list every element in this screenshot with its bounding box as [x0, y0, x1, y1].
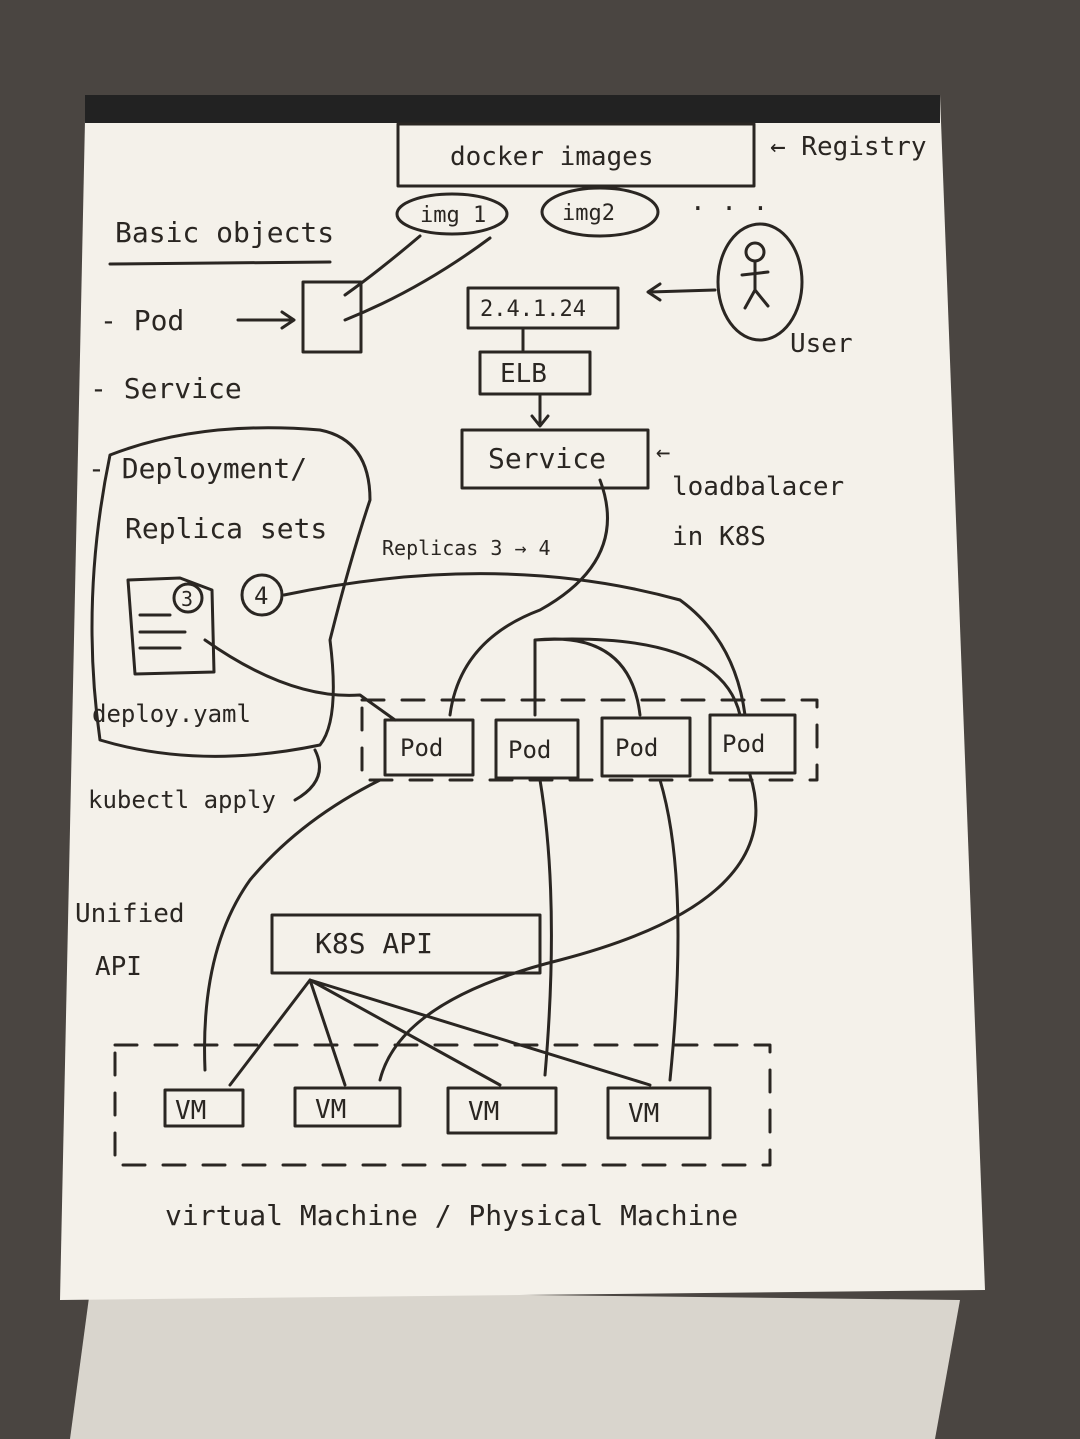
service-to-pods-arrows	[448, 478, 742, 717]
k8s-api-box	[270, 913, 542, 975]
title-underline	[108, 260, 332, 266]
new-count-circle	[240, 573, 284, 617]
lb-note-1: loadbalacer	[672, 472, 844, 502]
unified-label: Unified	[75, 899, 185, 929]
yaml-file-icon	[126, 576, 216, 676]
img2-bubble	[540, 186, 660, 238]
service-item: - Service	[90, 372, 242, 405]
k8s-api-label: K8S API	[315, 927, 433, 960]
more-images: . . .	[690, 187, 768, 217]
elb-service-arrow	[530, 394, 550, 428]
paper-sheet	[60, 95, 985, 1300]
pod-box	[600, 716, 692, 778]
replicas-note: Replicas 3 → 4	[382, 536, 551, 560]
img2-label: img2	[562, 201, 615, 226]
pod-label: Pod	[722, 730, 765, 758]
new-count: 4	[254, 582, 268, 610]
user-arrow	[646, 282, 717, 302]
basic-objects-title: Basic objects	[115, 216, 334, 249]
replica-arrow	[282, 572, 747, 717]
service-label: Service	[488, 442, 606, 475]
elb-box	[478, 350, 592, 396]
vm-label: VM	[315, 1095, 346, 1125]
lb-arrow-note: ←	[656, 438, 670, 466]
stick-figure-icon	[740, 241, 770, 310]
pod-row: Pod Pod Pod Pod	[383, 713, 797, 780]
vm-box	[293, 1086, 402, 1128]
lb-note-2: in K8S	[672, 522, 766, 552]
kubectl-apply-label: kubectl apply	[88, 786, 276, 814]
pod-box	[708, 713, 797, 775]
service-box	[460, 428, 650, 490]
vm-label: VM	[468, 1097, 499, 1127]
ip-box	[466, 286, 620, 330]
api-to-vm-lines	[228, 978, 652, 1087]
old-count: 3	[181, 587, 193, 611]
ip-label: 2.4.1.24	[480, 297, 586, 322]
vm-box	[446, 1086, 558, 1135]
pods-group	[360, 698, 819, 782]
pod-box	[494, 718, 580, 780]
pod-label: Pod	[400, 734, 443, 762]
machines-label: virtual Machine / Physical Machine	[165, 1199, 738, 1232]
pod-label: Pod	[508, 736, 551, 764]
pod-sketch-box	[301, 280, 363, 354]
img1-label: img 1	[420, 203, 486, 228]
pod-label: Pod	[615, 734, 658, 762]
docker-images-box	[396, 122, 756, 188]
machines-group	[113, 1043, 772, 1167]
pod-item: - Pod	[100, 304, 184, 337]
vm-label: VM	[175, 1096, 206, 1126]
apply-arrow	[293, 748, 321, 802]
deploy-yaml-label: deploy.yaml	[92, 700, 251, 728]
vm-label: VM	[628, 1099, 659, 1129]
paper-under	[70, 1290, 960, 1439]
elb-label: ELB	[500, 359, 547, 389]
img1-bubble	[395, 192, 509, 236]
pod-box	[383, 718, 475, 777]
deployment-item: - Deployment/	[88, 452, 307, 485]
notebook-binding	[85, 95, 940, 123]
old-count-circle	[172, 582, 204, 614]
pod-to-vm-arrows	[203, 773, 758, 1082]
api-label: API	[95, 952, 142, 982]
registry-label: ← Registry	[770, 132, 927, 162]
replica-sets-item: Replica sets	[125, 512, 327, 545]
user-label: User	[790, 329, 853, 359]
vm-box	[163, 1088, 245, 1128]
yaml-lines	[138, 613, 187, 650]
yaml-to-pod-arrow	[203, 638, 397, 722]
vm-box	[606, 1086, 712, 1140]
pod-arrow	[236, 310, 296, 330]
deployment-boundary	[90, 426, 372, 758]
user-bubble	[716, 222, 804, 342]
docker-images-label: docker images	[450, 142, 654, 172]
image-arrows	[343, 234, 492, 322]
